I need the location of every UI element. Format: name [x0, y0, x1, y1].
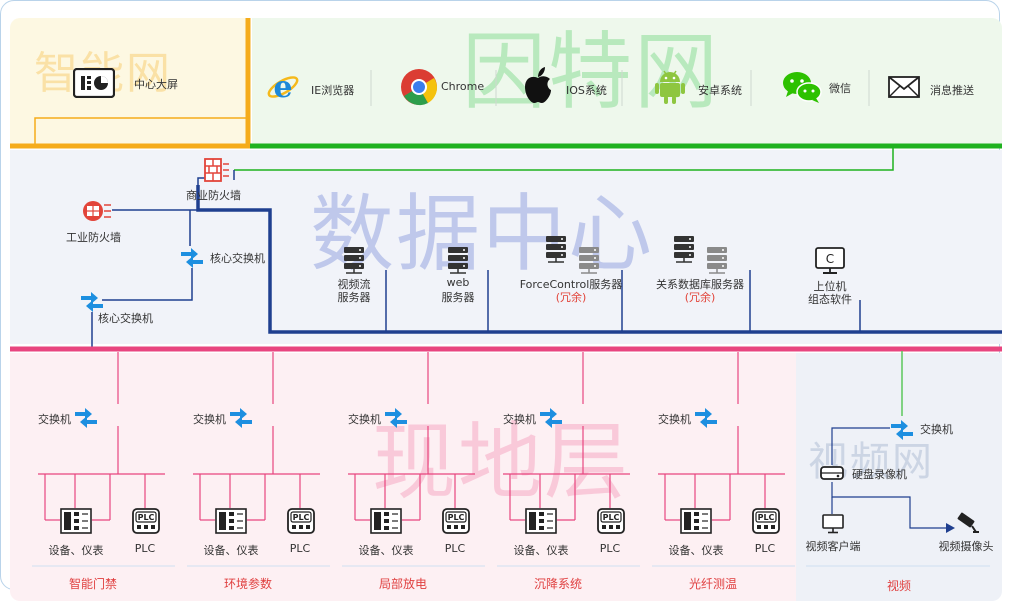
- plc-icon: PLC: [132, 508, 160, 534]
- plc-icon: PLC: [752, 508, 780, 534]
- video-client-label: 视频客户端: [805, 540, 861, 553]
- svg-text:PLC: PLC: [138, 513, 155, 522]
- device-icon: [525, 508, 557, 534]
- device-icon: [680, 508, 712, 534]
- device-label: 设备、仪表: [48, 544, 104, 557]
- nvr-label: 硬盘录像机: [852, 468, 907, 481]
- host-computer-icon: C: [815, 247, 845, 275]
- server-icon: [447, 246, 469, 274]
- ie-browser-icon: e: [266, 70, 300, 105]
- svg-text:PLC: PLC: [603, 513, 620, 522]
- server-icon: [673, 235, 695, 263]
- center-screen-label: 中心大屏: [134, 78, 178, 91]
- datacenter-watermark: 数据中心: [310, 185, 655, 283]
- ios-label: IOS系统: [566, 84, 607, 97]
- nvr-icon: [820, 463, 844, 483]
- field-switch-icon: [229, 404, 253, 428]
- plc-icon: PLC: [287, 508, 315, 534]
- device-label: 设备、仪表: [513, 544, 569, 557]
- field-section-label: 智能门禁: [68, 577, 118, 591]
- camera-label: 视频摄像头: [938, 540, 994, 553]
- device-icon: [60, 508, 92, 534]
- device-icon: [215, 508, 247, 534]
- apple-icon: [522, 66, 554, 104]
- commercial-firewall-label: 商业防火墙: [186, 189, 241, 202]
- field-switch-icon: [539, 404, 563, 428]
- web-server-label-2: 服务器: [441, 291, 475, 304]
- field-section-label: 沉降系统: [533, 577, 583, 591]
- video-stream-server-label-2: 服务器: [337, 291, 371, 304]
- device-label: 设备、仪表: [358, 544, 414, 557]
- forcecontrol-server-label: ForceControl服务器: [519, 278, 623, 291]
- field-switch-icon: [384, 404, 408, 428]
- server-icon: [545, 235, 567, 263]
- video-stream-server-label: 视频流: [337, 278, 371, 291]
- camera-icon: [954, 512, 980, 534]
- wechat-icon: [782, 70, 822, 104]
- core-switch-2-label: 核心交换机: [98, 312, 153, 325]
- rdb-server-label: 关系数据库服务器: [656, 278, 744, 291]
- video-client-icon: [822, 514, 844, 534]
- field-watermark: 现地层: [372, 413, 631, 511]
- video-switch-label: 交换机: [920, 423, 953, 436]
- field-switch-label: 交换机: [658, 413, 691, 426]
- mail-icon: [888, 76, 920, 98]
- svg-text:PLC: PLC: [293, 513, 310, 522]
- rdb-redundant-label: (冗余): [684, 291, 716, 304]
- smart-network-zone: [10, 18, 248, 144]
- field-switch-icon: [74, 404, 98, 428]
- forcecontrol-redundant-label: (冗余): [555, 291, 587, 304]
- center-screen-icon: [72, 67, 116, 99]
- host-icon-letter: C: [826, 252, 834, 266]
- ie-browser-label: IE浏览器: [311, 84, 355, 97]
- plc-label: PLC: [599, 542, 621, 555]
- svg-text:PLC: PLC: [758, 513, 775, 522]
- web-server-label: web: [446, 276, 470, 289]
- chrome-icon: [400, 68, 438, 106]
- host-label-2: 组态软件: [808, 293, 852, 306]
- field-switch-label: 交换机: [348, 413, 381, 426]
- push-label: 消息推送: [930, 84, 974, 97]
- video-section-label: 视频: [886, 579, 912, 593]
- core-switch-1-label: 核心交换机: [210, 252, 265, 265]
- field-section-label: 光纤测温: [688, 577, 738, 591]
- device-label: 设备、仪表: [668, 544, 724, 557]
- plc-label: PLC: [444, 542, 466, 555]
- plc-label: PLC: [289, 542, 311, 555]
- video-switch-icon: [890, 416, 914, 440]
- plc-icon: PLC: [597, 508, 625, 534]
- field-switch-label: 交换机: [503, 413, 536, 426]
- industrial-firewall-icon: [82, 198, 112, 224]
- device-label: 设备、仪表: [203, 544, 259, 557]
- field-switch-label: 交换机: [38, 413, 71, 426]
- commercial-firewall-icon: [204, 158, 230, 184]
- device-icon: [370, 508, 402, 534]
- field-switch-icon: [694, 404, 718, 428]
- host-label: 上位机: [813, 280, 847, 293]
- plc-label: PLC: [754, 542, 776, 555]
- svg-text:PLC: PLC: [448, 513, 465, 522]
- plc-icon: PLC: [442, 508, 470, 534]
- android-icon: [654, 68, 686, 106]
- server-icon: [706, 246, 728, 274]
- server-icon: [343, 246, 365, 274]
- field-section-label: 环境参数: [223, 577, 273, 591]
- industrial-firewall-label: 工业防火墙: [66, 231, 121, 244]
- chrome-label: Chrome: [441, 80, 485, 93]
- datacenter-zone: [10, 150, 1002, 344]
- field-section-label: 局部放电: [378, 577, 428, 591]
- server-icon: [578, 246, 600, 274]
- android-label: 安卓系统: [698, 84, 742, 97]
- field-switch-label: 交换机: [193, 413, 226, 426]
- core-switch-icon: [80, 288, 104, 312]
- plc-label: PLC: [134, 542, 156, 555]
- svg-text:e: e: [273, 70, 292, 104]
- core-switch-icon: [180, 244, 204, 268]
- internet-zone: [252, 18, 1002, 144]
- wechat-label: 微信: [829, 82, 851, 95]
